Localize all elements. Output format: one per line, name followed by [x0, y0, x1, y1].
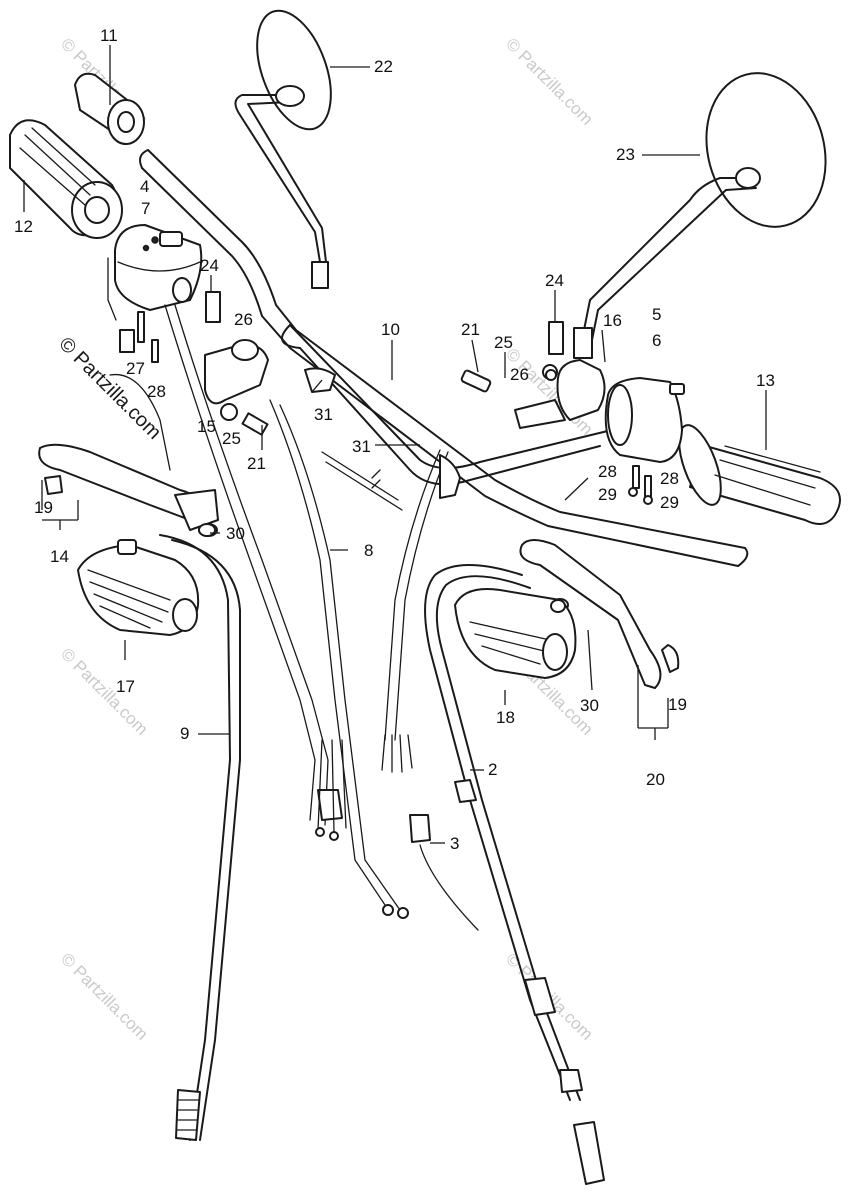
callout-23: 23	[616, 145, 635, 164]
lever-bracket-left	[204, 339, 269, 436]
lever-holder-right	[454, 588, 577, 679]
callout-30: 30	[226, 524, 245, 543]
callout-19: 19	[34, 498, 53, 517]
throttle-sleeve	[74, 72, 145, 145]
callout-14: 14	[50, 547, 69, 566]
leaders	[23, 45, 767, 844]
callout-20: 20	[646, 770, 665, 789]
callout-3: 3	[450, 834, 459, 853]
cables	[109, 304, 605, 1185]
callout-8: 8	[364, 541, 373, 560]
watermark: © Partzilla.com	[57, 644, 151, 738]
callout-6: 6	[652, 331, 661, 350]
callout-27: 27	[126, 359, 145, 378]
callout-17: 17	[116, 677, 135, 696]
callout-28: 28	[147, 382, 166, 401]
switch-housing-right	[604, 377, 685, 463]
callout-31: 31	[352, 437, 371, 456]
callout-31: 31	[314, 405, 333, 424]
switch-housing-left	[107, 224, 203, 321]
lever-holder-left	[77, 539, 200, 636]
watermark: © Partzilla.com	[57, 949, 151, 1043]
callout-11: 11	[100, 26, 118, 45]
callout-13: 13	[756, 371, 775, 390]
callout-9: 9	[180, 724, 189, 743]
callout-19: 19	[668, 695, 687, 714]
mirror-right	[573, 72, 827, 359]
callout-2: 2	[488, 760, 497, 779]
callout-18: 18	[496, 708, 515, 727]
callout-4: 4	[140, 177, 149, 196]
callout-22: 22	[374, 57, 393, 76]
callouts: 11 12 4 7 22 23 24 26 10 21 25 16 5 6 13…	[14, 26, 775, 853]
callout-28: 28	[598, 462, 617, 481]
callout-26: 26	[234, 310, 253, 329]
callout-12: 12	[14, 217, 33, 236]
callout-29: 29	[598, 485, 617, 504]
callout-15: 15	[197, 417, 216, 436]
callout-28: 28	[660, 469, 679, 488]
callout-24: 24	[545, 271, 564, 290]
callout-26: 26	[510, 365, 529, 384]
handlebar	[139, 149, 749, 567]
watermark: © Partzilla.com	[502, 34, 596, 128]
clutch-lever	[38, 443, 219, 537]
callout-7: 7	[141, 199, 150, 218]
callout-16: 16	[603, 311, 622, 330]
callout-10: 10	[381, 320, 400, 339]
mirror-left	[234, 9, 332, 289]
callout-21: 21	[247, 454, 266, 473]
callout-21: 21	[461, 320, 480, 339]
callout-5: 5	[652, 305, 661, 324]
grip-right	[678, 424, 841, 525]
callout-25: 25	[222, 429, 241, 448]
watermarks: © Partzilla.com © Partzilla.com © Partzi…	[57, 34, 596, 1043]
callout-24: 24	[200, 256, 219, 275]
callout-25: 25	[494, 333, 513, 352]
callout-30: 30	[580, 696, 599, 715]
grip-left	[9, 119, 123, 239]
callout-29: 29	[660, 493, 679, 512]
fasteners	[119, 291, 653, 613]
